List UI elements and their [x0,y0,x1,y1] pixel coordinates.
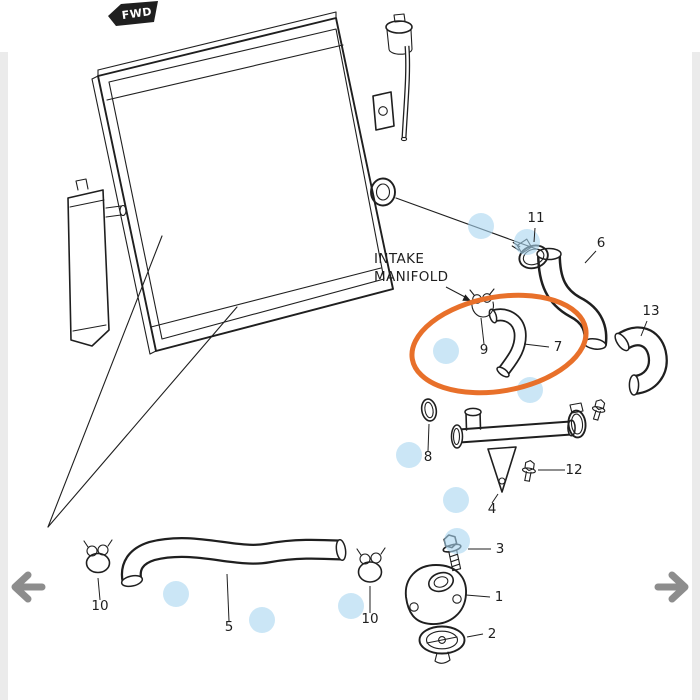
hotspot-dot[interactable] [433,338,459,364]
page-edge-left [0,52,8,700]
fwd-flag-shape [108,1,158,26]
part-number-label: 2 [488,626,497,642]
upper-hose-drawing [536,247,608,350]
part-number-label: 4 [488,501,497,517]
fwd-label: FWD [121,5,153,22]
part-leader-line [584,250,597,264]
intake-manifold-arrowhead [462,294,471,301]
part-number-label: 13 [642,303,659,319]
part-number-label: 5 [225,619,234,635]
part-leader-line [480,317,485,345]
hotspot-dot[interactable] [514,229,540,255]
highlight-ellipse [409,292,589,396]
part-number-label: 8 [424,449,433,465]
hotspot-dot[interactable] [443,487,469,513]
radiator-drawing [67,11,413,355]
hotspot-dot[interactable] [163,581,189,607]
oring-drawing [420,398,438,422]
clamp-screw [591,399,606,421]
part-leader-line [427,423,430,452]
radiator-cap [385,13,413,55]
intake-manifold-label-line2: MANIFOLD [374,269,448,285]
clamp-10-left-drawing [83,539,113,574]
hotspot-dot[interactable] [249,607,275,633]
part-leader-line [97,577,101,601]
hotspot-dot[interactable] [468,213,494,239]
hotspot-dot[interactable] [338,593,364,619]
part-leader-line [466,633,484,638]
fwd-flag: FWD [108,1,158,26]
part-number-label: 10 [361,611,378,627]
bypass-hose-drawing [488,308,527,378]
next-arrow[interactable] [654,571,689,603]
hotspot-dots [163,213,543,633]
inlet-housing-drawing [404,564,467,625]
pointer-lines [47,197,543,528]
part-leader-line [491,493,499,504]
bolt-12-drawing [521,460,536,482]
prev-arrow[interactable] [11,571,46,603]
overflow-tube [400,45,411,142]
radiator-tab [372,91,395,131]
hotspot-dot[interactable] [396,442,422,468]
part-number-label: 9 [480,342,489,358]
part-number-label: 12 [565,462,582,478]
hotspot-dot[interactable] [444,528,470,554]
part-number-label: 10 [91,598,108,614]
intake-manifold-callout: INTAKE MANIFOLD [374,251,471,301]
elbow-hose-drawing [614,326,668,396]
part-number-label: 1 [495,589,504,605]
intake-manifold-label-line1: INTAKE [374,251,424,267]
part-leader-line [465,594,491,598]
pipe-bracket [487,446,517,493]
lower-hose-drawing [120,537,347,588]
part-number-label: 6 [597,235,606,251]
page-edge-right [692,52,700,700]
clamp-10-right-drawing [356,547,386,583]
part-number-label: 7 [554,339,563,355]
part-leader-line [226,573,230,622]
outlet-pipe-drawing [450,399,606,493]
part-leader-line [640,320,648,337]
radiator-bracket [67,189,110,347]
part-leader-line [533,227,536,243]
radiator-outlet [370,177,396,207]
thermostat-drawing [418,625,466,664]
intake-manifold-arrow-line [445,286,466,298]
part-number-label: 11 [527,210,544,226]
part-number-label: 3 [496,541,505,557]
part-leader-line [523,343,550,348]
pipe-end-clamp [567,402,587,439]
